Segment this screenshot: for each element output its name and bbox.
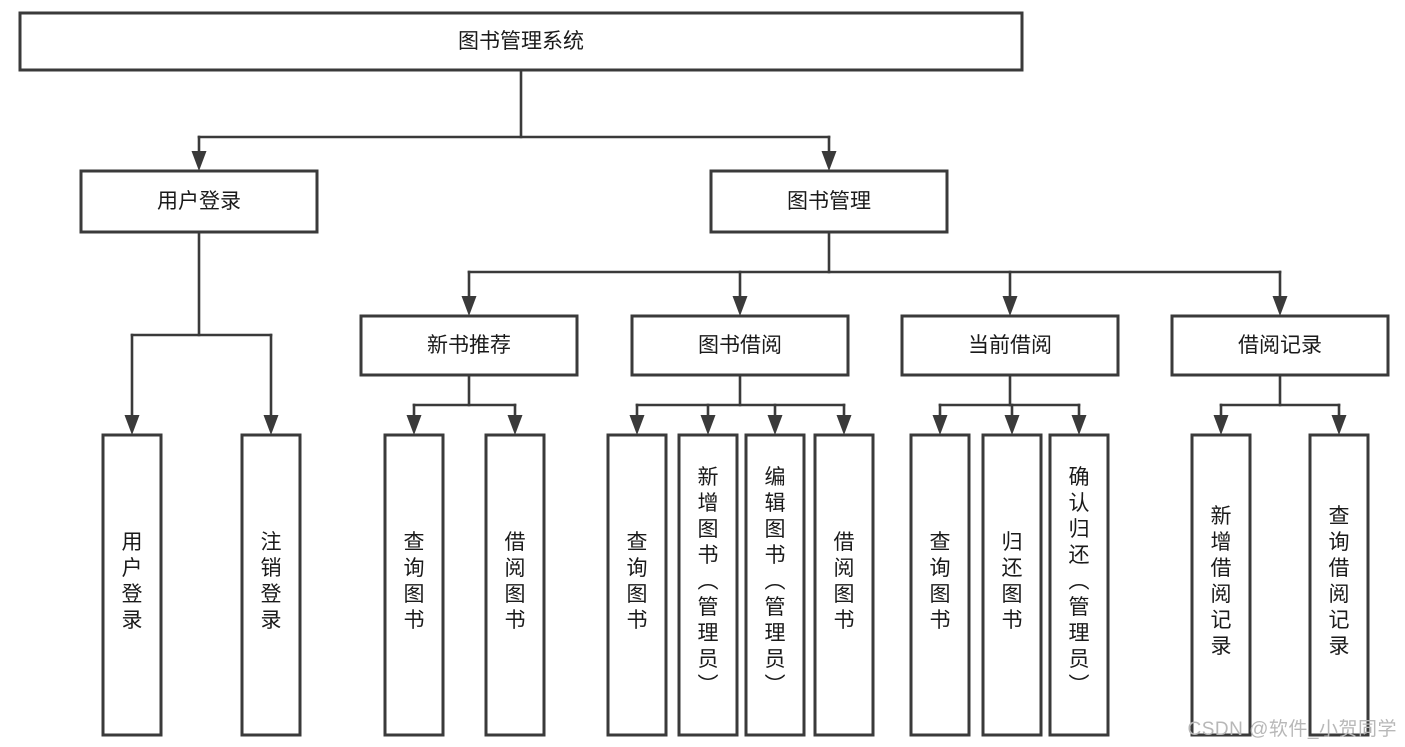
node-leaf-logout-label: 注销登录 bbox=[261, 531, 282, 632]
node-leaf-query-book-2[interactable]: 查询图书 bbox=[606, 433, 668, 737]
node-book-borrow-box bbox=[630, 314, 850, 377]
arrow-head-icon bbox=[732, 296, 748, 316]
node-new-book-recommend-label: 新书推荐 bbox=[427, 334, 511, 357]
node-leaf-return-book-box bbox=[981, 433, 1043, 737]
node-new-book-recommend[interactable]: 新书推荐 bbox=[359, 314, 579, 377]
node-leaf-user-login[interactable]: 用户登录 bbox=[101, 433, 163, 737]
arrow-head-icon bbox=[1272, 296, 1288, 316]
node-leaf-confirm-return-label: 确认归还︵管理员︶ bbox=[1069, 466, 1090, 697]
node-book-borrow-label: 图书借阅 bbox=[698, 334, 782, 357]
node-root-system-box bbox=[18, 11, 1024, 72]
node-leaf-user-login-label: 用户登录 bbox=[122, 531, 143, 632]
arrow-head-icon bbox=[1004, 415, 1020, 435]
node-book-borrow[interactable]: 图书借阅 bbox=[630, 314, 850, 377]
arrow-head-icon bbox=[932, 415, 948, 435]
node-user-login-label: 用户登录 bbox=[157, 190, 241, 213]
node-leaf-query-record-box bbox=[1308, 433, 1370, 737]
node-leaf-edit-book-label: 编辑图书︵管理员︶ bbox=[765, 466, 786, 697]
arrow-head-icon bbox=[507, 415, 523, 435]
arrow-head-icon bbox=[1213, 415, 1229, 435]
node-borrow-record-box bbox=[1170, 314, 1390, 377]
node-leaf-borrow-book-1-box bbox=[484, 433, 546, 737]
node-leaf-query-record-label: 查询借阅记录 bbox=[1329, 505, 1350, 658]
node-leaf-borrow-book-1[interactable]: 借阅图书 bbox=[484, 433, 546, 737]
node-leaf-query-book-1-label: 查询图书 bbox=[404, 531, 425, 632]
node-borrow-record[interactable]: 借阅记录 bbox=[1170, 314, 1390, 377]
node-current-borrow-box bbox=[900, 314, 1120, 377]
node-leaf-user-login-box bbox=[101, 433, 163, 737]
node-leaf-edit-book-box bbox=[744, 433, 806, 737]
node-leaf-add-book[interactable]: 新增图书︵管理员︶ bbox=[677, 433, 739, 737]
node-leaf-borrow-book-2[interactable]: 借阅图书 bbox=[813, 433, 875, 737]
node-new-book-recommend-box bbox=[359, 314, 579, 377]
node-book-manage-box bbox=[709, 169, 949, 234]
node-leaf-edit-book[interactable]: 编辑图书︵管理员︶ bbox=[744, 433, 806, 737]
node-leaf-return-book[interactable]: 归还图书 bbox=[981, 433, 1043, 737]
node-layer: 图书管理系统用户登录图书管理新书推荐图书借阅当前借阅借阅记录用户登录注销登录查询… bbox=[18, 11, 1390, 737]
arrow-head-icon bbox=[406, 415, 422, 435]
arrow-head-icon bbox=[124, 415, 140, 435]
node-book-manage[interactable]: 图书管理 bbox=[709, 169, 949, 234]
arrow-head-icon bbox=[836, 415, 852, 435]
node-leaf-borrow-book-1-label: 借阅图书 bbox=[505, 531, 526, 632]
node-leaf-add-record-box bbox=[1190, 433, 1252, 737]
node-leaf-borrow-book-2-box bbox=[813, 433, 875, 737]
node-current-borrow-label: 当前借阅 bbox=[968, 334, 1052, 357]
node-leaf-query-book-2-box bbox=[606, 433, 668, 737]
node-leaf-borrow-book-2-label: 借阅图书 bbox=[834, 531, 855, 632]
node-leaf-query-book-2-label: 查询图书 bbox=[627, 531, 648, 632]
arrow-head-icon bbox=[461, 296, 477, 316]
connector-layer bbox=[124, 68, 1347, 435]
arrow-head-icon bbox=[629, 415, 645, 435]
node-leaf-add-book-box bbox=[677, 433, 739, 737]
node-leaf-confirm-return[interactable]: 确认归还︵管理员︶ bbox=[1048, 433, 1110, 737]
node-root-system[interactable]: 图书管理系统 bbox=[18, 11, 1024, 72]
node-borrow-record-label: 借阅记录 bbox=[1238, 334, 1322, 357]
node-leaf-query-book-1[interactable]: 查询图书 bbox=[383, 433, 445, 737]
node-leaf-add-record[interactable]: 新增借阅记录 bbox=[1190, 433, 1252, 737]
node-user-login[interactable]: 用户登录 bbox=[79, 169, 319, 234]
node-root-system-label: 图书管理系统 bbox=[458, 30, 584, 53]
node-leaf-query-record[interactable]: 查询借阅记录 bbox=[1308, 433, 1370, 737]
node-leaf-query-book-1-box bbox=[383, 433, 445, 737]
arrow-head-icon bbox=[767, 415, 783, 435]
arrow-head-icon bbox=[1002, 296, 1018, 316]
node-leaf-query-book-3[interactable]: 查询图书 bbox=[909, 433, 971, 737]
node-leaf-return-book-label: 归还图书 bbox=[1002, 531, 1023, 632]
node-leaf-logout[interactable]: 注销登录 bbox=[240, 433, 302, 737]
node-current-borrow[interactable]: 当前借阅 bbox=[900, 314, 1120, 377]
arrow-head-icon bbox=[821, 151, 837, 171]
node-leaf-query-book-3-label: 查询图书 bbox=[930, 531, 951, 632]
node-leaf-query-book-3-box bbox=[909, 433, 971, 737]
node-user-login-box bbox=[79, 169, 319, 234]
arrow-head-icon bbox=[1071, 415, 1087, 435]
arrow-head-icon bbox=[191, 151, 207, 171]
node-leaf-logout-box bbox=[240, 433, 302, 737]
node-leaf-confirm-return-box bbox=[1048, 433, 1110, 737]
node-leaf-add-book-label: 新增图书︵管理员︶ bbox=[698, 466, 719, 697]
arrow-head-icon bbox=[263, 415, 279, 435]
node-leaf-add-record-label: 新增借阅记录 bbox=[1211, 505, 1232, 658]
node-book-manage-label: 图书管理 bbox=[787, 190, 871, 213]
arrow-head-icon bbox=[700, 415, 716, 435]
arrow-head-icon bbox=[1331, 415, 1347, 435]
